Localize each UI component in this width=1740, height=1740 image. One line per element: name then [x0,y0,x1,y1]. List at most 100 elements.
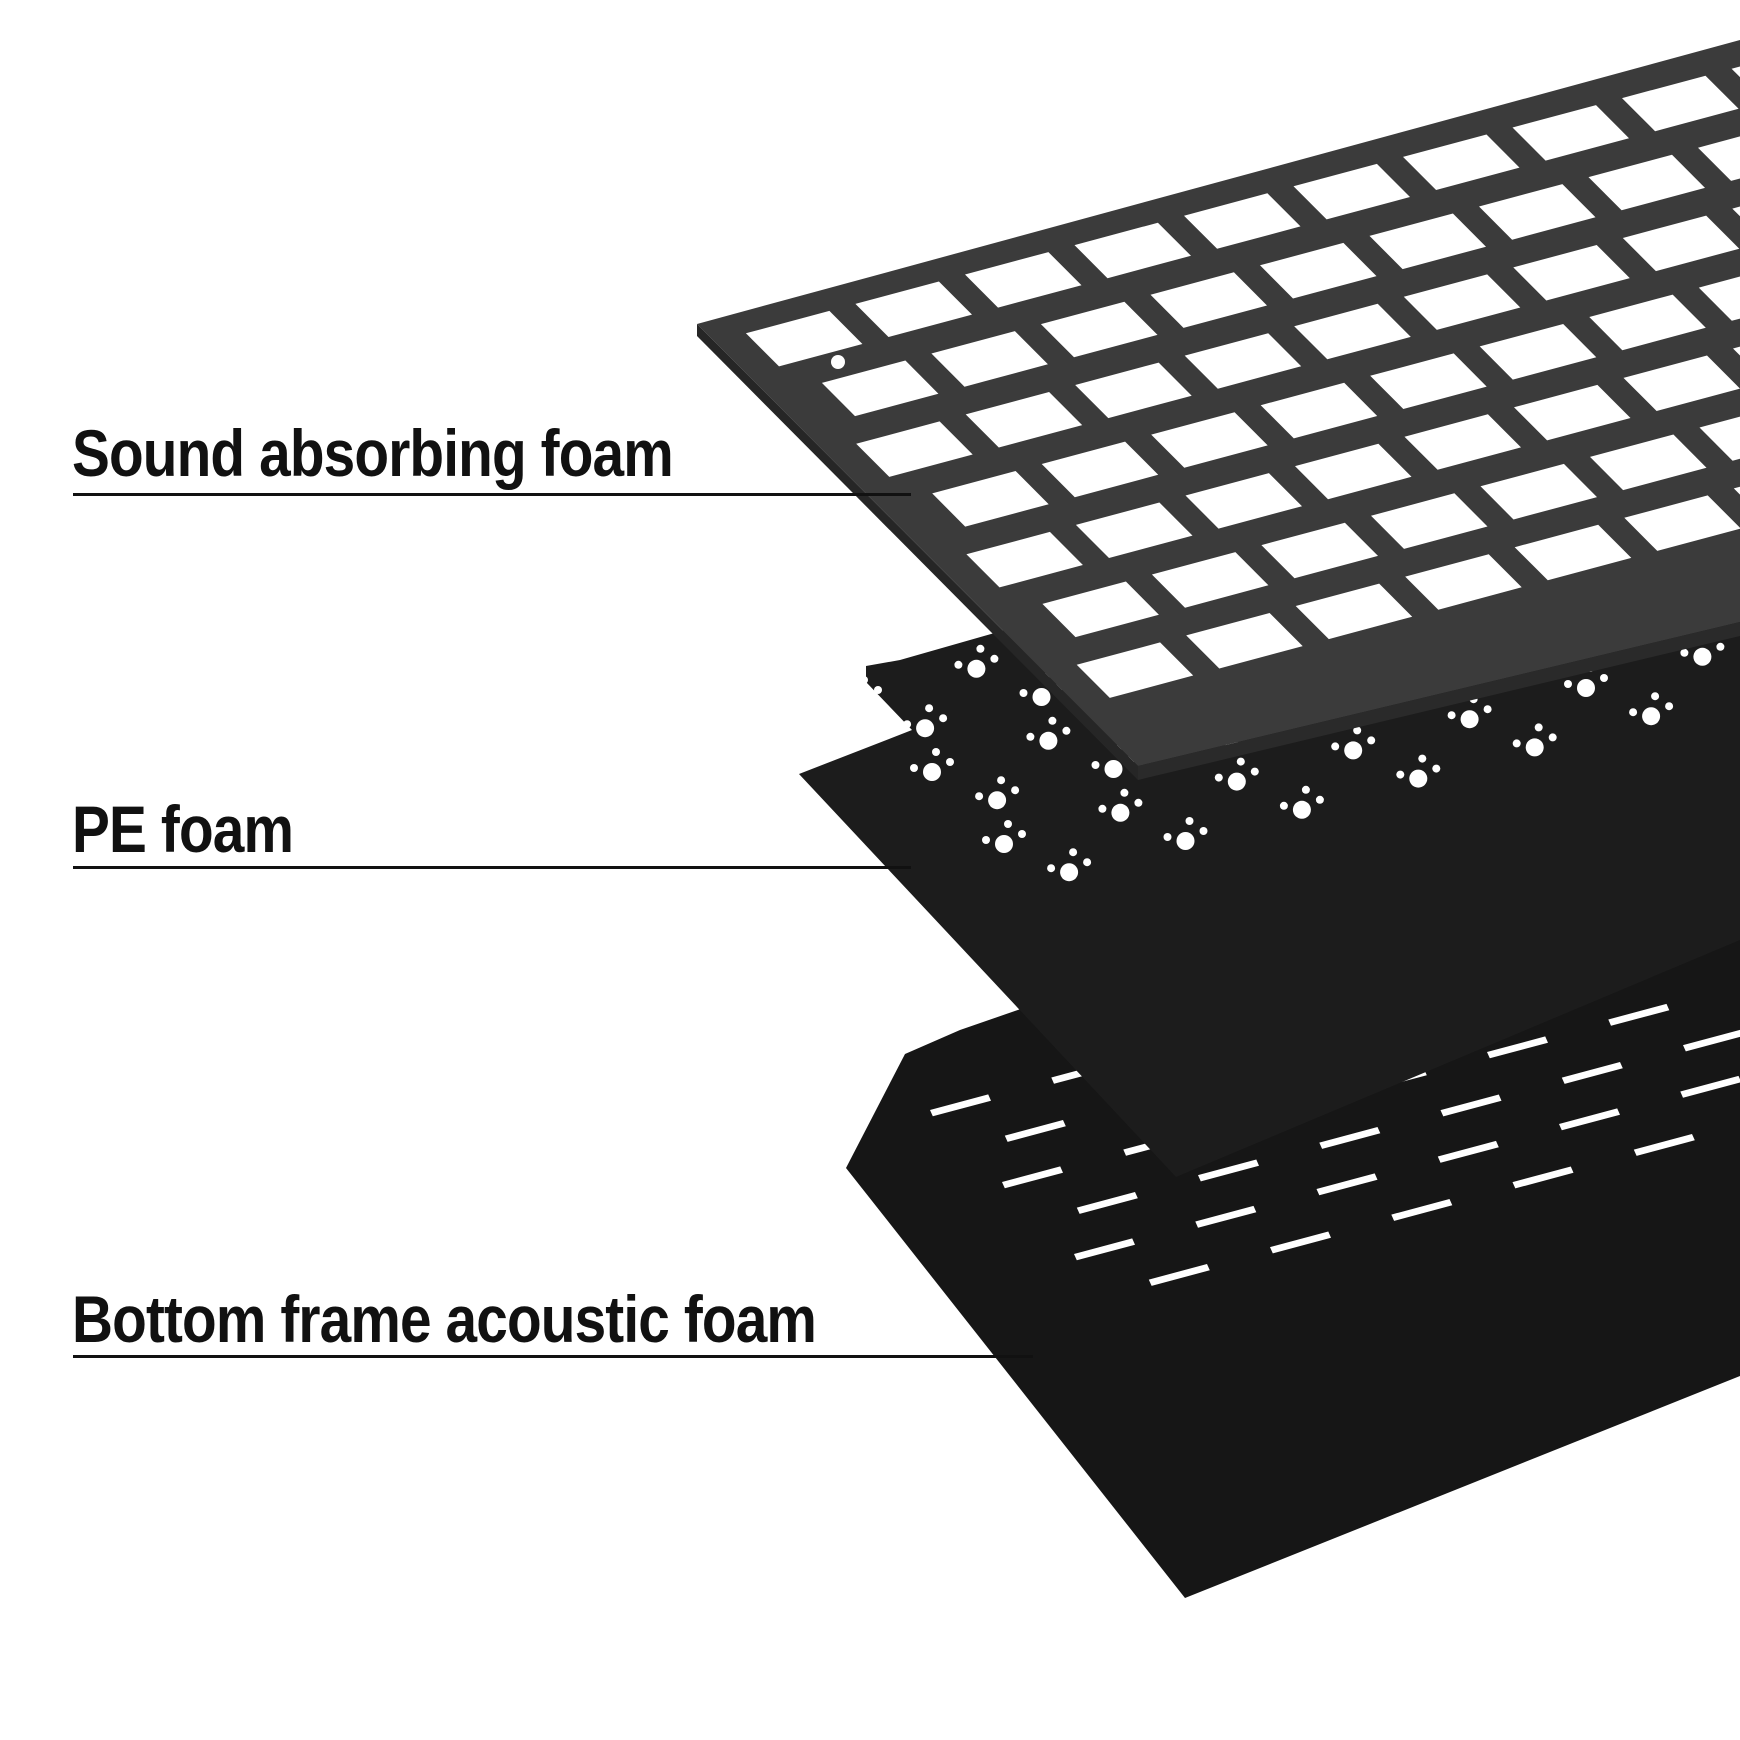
switch-cutout [1514,524,1632,581]
pin-hole [932,748,940,756]
switch-socket-hole [988,791,1007,810]
pin-hole [1185,817,1194,825]
pin-hole [1062,726,1071,735]
switch-socket-hole [1032,688,1051,706]
pin-hole [1396,770,1405,779]
switch-cutout [1405,554,1522,610]
pin-hole [954,660,963,669]
switch-socket-hole [1577,679,1595,697]
switch-cutout [1622,215,1740,272]
switch-socket-hole [1292,800,1311,819]
pin-hole [939,714,948,723]
pin-hole [1447,711,1456,720]
switch-socket-hole [1525,738,1544,757]
pin-hole [1651,692,1660,701]
switch-cutout [1733,486,1740,495]
slot-cutout [1319,1127,1381,1149]
pin-hole [1250,767,1259,776]
pin-hole [1004,820,1012,828]
switch-cutout [1184,193,1301,249]
switch-cutout [1040,301,1158,358]
leader-line-bottom-frame-acoustic-foam [73,1355,1033,1358]
slot-cutout [1440,1094,1502,1117]
switch-cutout [1295,583,1413,640]
pin-hole [997,776,1006,785]
slot-cutout [1633,1134,1695,1156]
switch-socket-hole [1344,741,1363,760]
switch-cutout [932,471,1049,527]
slot-cutout [1683,1029,1740,1052]
switch-cutout [1370,353,1487,409]
pin-hole [1026,732,1035,741]
pin-hole [1534,723,1543,732]
pin-hole [976,644,985,653]
switch-cutout [856,421,973,477]
switch-cutout [1042,581,1159,638]
switch-socket-hole [1111,803,1130,822]
slot-cutout [1680,1075,1740,1098]
pin-hole [1047,864,1056,873]
switch-cutout [1076,642,1194,698]
pin-hole [1548,733,1557,742]
pin-hole [1331,742,1340,751]
slot-cutout [1391,1199,1453,1221]
switch-cutout [1261,522,1378,579]
pin-hole [975,792,984,801]
pin-hole [1214,773,1223,782]
slot-cutout [1512,1166,1574,1189]
pin-hole [1483,705,1492,714]
switch-socket-hole [1176,832,1195,850]
pin-hole [946,758,954,766]
pin-hole [1120,788,1129,797]
switch-cutout [1186,613,1303,669]
switch-cutout [1698,276,1740,321]
pin-hole [838,692,846,700]
leader-line-pe-foam [73,866,911,869]
pin-hole [903,720,912,729]
pin-hole [1163,833,1172,841]
pin-hole [1018,830,1026,838]
slot-cutout [1004,1120,1066,1142]
switch-cutout [1184,333,1302,389]
pin-hole [1315,795,1324,804]
switch-cutout [1512,105,1629,161]
switch-cutout [1075,362,1192,419]
slot-cutout [1270,1231,1331,1254]
switch-cutout [1732,206,1740,217]
switch-cutout [1075,502,1193,558]
slot-cutout [1074,1238,1135,1261]
pin-hole [1134,798,1143,807]
switch-cutout [1479,184,1596,240]
pin-hole [1279,801,1288,810]
switch-cutout [1699,416,1740,461]
pin-hole [1236,757,1245,766]
switch-cutout [855,281,972,337]
slot-cutout [1561,1062,1623,1084]
pin-hole [874,686,882,694]
switch-cutout [1403,274,1521,330]
pin-hole [925,704,934,713]
switch-cutout [931,331,1048,387]
switch-cutout [1513,245,1630,301]
switch-cutout [1698,136,1740,181]
switch-socket-hole [1227,772,1246,791]
switch-cutout [1404,414,1521,470]
switch-cutout [1733,346,1740,356]
switch-socket-hole [1060,863,1079,882]
pin-hole [1665,702,1674,711]
switch-cutout [965,252,1082,308]
slot-cutout [1316,1173,1378,1196]
switch-cutout [1260,382,1378,439]
slot-cutout [1195,1205,1257,1228]
pin-hole [1716,642,1725,651]
slot-cutout [1437,1140,1499,1163]
label-bottom-frame-acoustic-foam: Bottom frame acoustic foam [72,1282,817,1356]
pin-hole [1199,827,1208,835]
pin-hole [982,836,990,844]
slot-cutout [1076,1192,1138,1214]
switch-cutout [1185,473,1302,529]
pin-hole [1432,764,1441,773]
pin-hole [1048,716,1057,725]
